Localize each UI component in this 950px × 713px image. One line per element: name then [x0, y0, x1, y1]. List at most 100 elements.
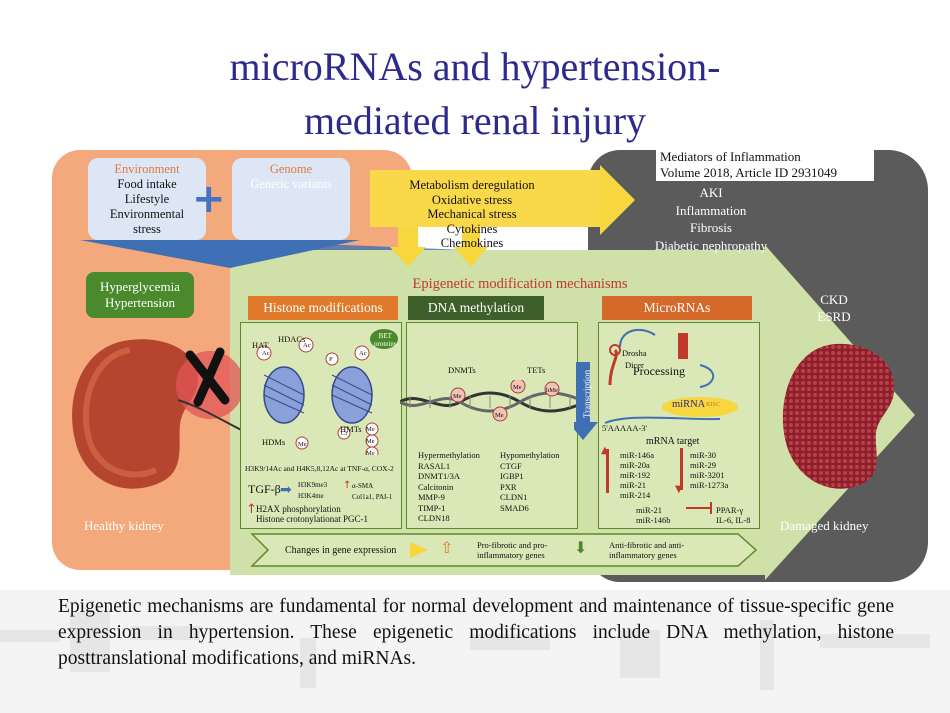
k9-label: H3K9me3: [298, 481, 328, 489]
mir-item: miR-30: [690, 450, 716, 460]
gene-item: DNMT1/3A: [418, 471, 461, 481]
histone-header: Histone modifications: [248, 296, 398, 320]
up-arrow-icon: ▲: [601, 445, 609, 456]
mrna-target-label: mRNA target: [646, 436, 700, 447]
stressor-item: Mechanical stress: [427, 207, 517, 221]
hat-label: HAT: [252, 340, 269, 350]
stressor-list: Metabolism deregulation Oxidative stress…: [382, 178, 562, 251]
citation-box: Mediators of Inflammation Volume 2018, A…: [656, 147, 874, 181]
plus-icon: +: [192, 176, 226, 222]
genome-heading: Genome: [269, 162, 313, 176]
damaged-kidney-label: Damaged kidney: [780, 518, 869, 533]
tgf-beta-label: TGF-β: [248, 482, 281, 496]
transcription-arrow: [574, 362, 598, 440]
gene-item: MMP-9: [418, 492, 445, 502]
pro-line1: Pro-fibrotic and pro-: [477, 540, 548, 550]
hdm-label: HDMs: [262, 437, 286, 447]
ckd-esrd-label: CKD ESRD: [806, 291, 862, 325]
nucleosome-illustration: [256, 329, 398, 455]
gene-item: CLDN1: [500, 492, 528, 502]
h2ax-label: H2AX phosphorylation: [256, 504, 341, 514]
hypomethylation-list: Hypomethylation CTGF IGBP1 PXR CLDN1 SMA…: [500, 450, 560, 513]
me-label: Me: [495, 412, 504, 419]
bet-proteins-label: BET proteins: [374, 332, 397, 348]
mir-item: miR-1273a: [690, 480, 729, 490]
hypomethylation-heading: Hypomethylation: [500, 450, 560, 460]
methyl-group-icons: [450, 380, 560, 422]
me-label: Me: [453, 393, 462, 400]
hyper-line2: Hypertension: [104, 295, 176, 310]
gene-item: TIMP-1: [418, 502, 446, 513]
tets-label: TETs: [527, 365, 546, 375]
inhibiting-mir-list: miR-21 miR-146b: [636, 505, 670, 525]
anti-line1: Anti-fibrotic and anti-: [609, 540, 685, 550]
gene-expression-label: Changes in gene expression: [285, 545, 397, 556]
outcome-item: AKI: [699, 185, 723, 200]
outcome-list: AKI Inflammation Fibrosis Diabetic nephr…: [646, 184, 776, 254]
citation-journal: Mediators of Inflammation: [660, 149, 801, 164]
outcome-item: Diabetic nephropathy: [654, 237, 768, 253]
ac-label: Ac: [359, 350, 367, 357]
dna-header: DNA methylation: [408, 296, 544, 320]
environment-box: Environment Food intake Lifestyle Enviro…: [88, 158, 206, 240]
cr-label: Cr: [341, 430, 348, 437]
me-label: Me: [366, 426, 375, 433]
down-arrow-icon: ⬇: [574, 538, 588, 557]
transcription-label: Transcription: [582, 369, 592, 418]
bet-line2: proteins: [374, 340, 397, 348]
k4-label: H3K4me: [298, 492, 324, 500]
hdac-label: HDACs: [278, 334, 306, 344]
up-arrow-icon: ⇧: [440, 538, 454, 557]
dicer-label: Dicer: [625, 360, 644, 370]
risc-label: RISC: [706, 401, 721, 408]
caption-text: Epigenetic mechanisms are fundamental fo…: [58, 596, 894, 669]
col-label: Col1a1, PAI-1: [352, 493, 393, 501]
bet-line1: BET: [378, 332, 392, 340]
outcome-item: Fibrosis: [690, 220, 732, 235]
gene-item: Calcitonin: [418, 481, 454, 492]
anti-fibrotic-label: Anti-fibrotic and anti- inflammatory gen…: [609, 540, 684, 560]
slide-title-line2: mediated renal injury: [303, 98, 647, 143]
me-label: Me: [366, 450, 375, 457]
inhibit-line: [686, 507, 710, 509]
stressor-item: Chemokines: [440, 236, 504, 250]
gene-expression-arrow: [250, 533, 758, 567]
pro-line2: inflammatory genes: [477, 550, 545, 560]
environment-heading: Environment: [114, 162, 180, 176]
anti-line2: inflammatory genes: [609, 550, 677, 560]
up-arrow-shaft: [606, 449, 609, 493]
funnel-arrow: [80, 240, 360, 268]
me-label: Me: [298, 441, 307, 448]
crotonylation-label: Histone crotonylationat PGC-1: [256, 514, 368, 524]
pro-fibrotic-label: Pro-fibrotic and pro- inflammatory genes: [477, 540, 547, 560]
up-arrow-icon: ↑: [246, 502, 257, 517]
phospho-label: P: [329, 356, 333, 363]
environment-item: Lifestyle: [124, 192, 170, 206]
genome-subtext: Genetic variants: [250, 177, 332, 191]
stress-arrow: [370, 165, 635, 267]
down-arrow-icon: ▼: [675, 484, 683, 495]
healthy-kidney-illustration: [72, 339, 260, 489]
chromosome-icon: [185, 347, 230, 407]
histone-marks-text: H3K9/14Ac and H4K5,8,12Ac at TNF-α, COX-…: [245, 464, 394, 473]
inhibit-bar-icon: [710, 502, 712, 514]
gene-item: SMAD6: [500, 502, 529, 513]
stressor-item: Oxidative stress: [431, 192, 513, 207]
hyperglycemia-hypertension-label: Hyperglycemia Hypertension: [86, 272, 194, 318]
hme-label: hMe: [546, 387, 558, 394]
inhibited-target-list: PPAR-γ IL-6, IL-8: [716, 505, 750, 525]
downregulated-mir-list: miR-30 miR-29 miR-3201 miR-1273a: [690, 450, 728, 490]
gene-item: RASAL1: [418, 460, 451, 471]
right-arrow-icon: ➡: [280, 482, 292, 498]
processing-label: Processing: [633, 364, 685, 378]
gene-item: IGBP1: [500, 471, 524, 481]
damaged-kidney-illustration: [782, 343, 895, 489]
environment-item: stress: [133, 222, 161, 236]
mir-item: miR-3201: [690, 470, 725, 480]
caption-background: [0, 590, 950, 713]
up-arrow-icon: ↑: [343, 480, 352, 491]
gene-item: CTGF: [500, 460, 522, 471]
mirna-processing-illustration: [604, 328, 738, 424]
stressor-item: Cytokines: [446, 221, 498, 236]
mirna-strand-label: miRNA: [672, 399, 706, 410]
